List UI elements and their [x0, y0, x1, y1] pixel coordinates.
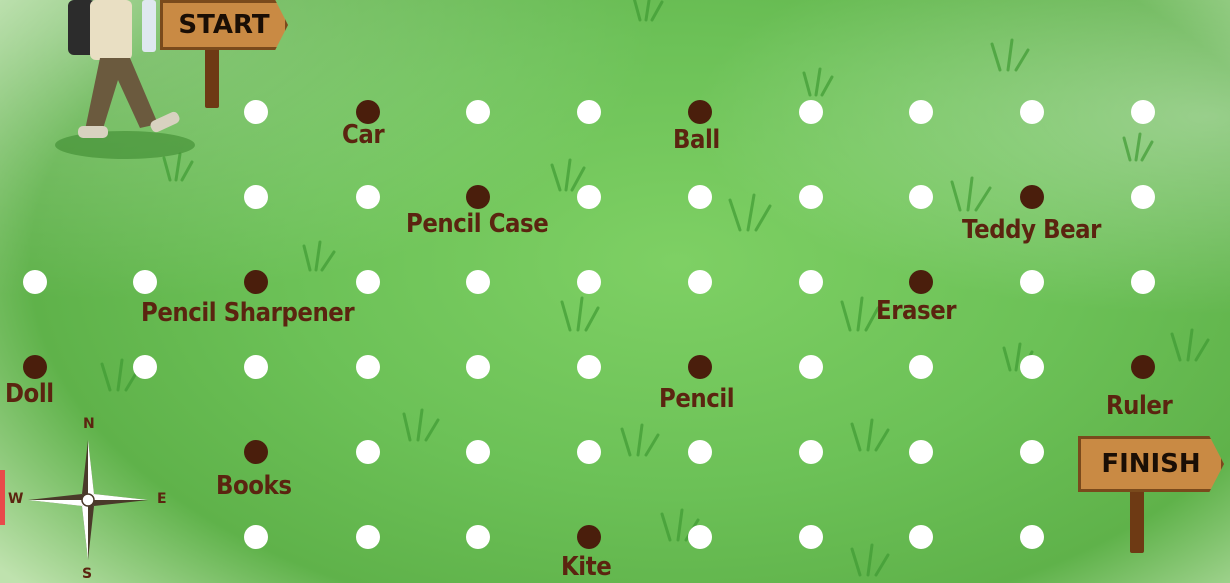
compass-east-label: E: [157, 491, 167, 507]
path-dot[interactable]: [577, 355, 601, 379]
path-dot[interactable]: [244, 100, 268, 124]
path-dot[interactable]: [466, 100, 490, 124]
finish-label: FINISH: [1101, 449, 1200, 479]
path-dot[interactable]: [244, 355, 268, 379]
item-label-pencil-sharpener: Pencil Sharpener: [141, 298, 354, 328]
path-dot[interactable]: [244, 525, 268, 549]
path-dot[interactable]: [909, 185, 933, 209]
item-label-ruler: Ruler: [1106, 391, 1172, 421]
path-dot[interactable]: [1020, 270, 1044, 294]
path-dot[interactable]: [466, 440, 490, 464]
start-sign: START: [160, 0, 288, 50]
path-dot[interactable]: [133, 355, 157, 379]
compass-rose-icon: [18, 430, 158, 570]
compass-west-label: W: [8, 491, 23, 507]
item-dot-books[interactable]: [244, 440, 268, 464]
path-dot[interactable]: [909, 355, 933, 379]
path-dot[interactable]: [577, 440, 601, 464]
path-dot[interactable]: [799, 270, 823, 294]
path-dot[interactable]: [1020, 525, 1044, 549]
path-dot[interactable]: [1020, 100, 1044, 124]
path-dot[interactable]: [23, 270, 47, 294]
path-dot[interactable]: [1131, 100, 1155, 124]
item-label-eraser: Eraser: [876, 296, 956, 326]
path-dot[interactable]: [356, 355, 380, 379]
item-label-pencil-case: Pencil Case: [406, 209, 548, 239]
path-dot[interactable]: [1131, 185, 1155, 209]
path-dot[interactable]: [1131, 270, 1155, 294]
item-dot-pencil-sharpener[interactable]: [244, 270, 268, 294]
path-dot[interactable]: [577, 100, 601, 124]
path-dot[interactable]: [799, 100, 823, 124]
compass-south-label: S: [82, 566, 92, 582]
item-dot-pencil-case[interactable]: [466, 185, 490, 209]
item-label-ball: Ball: [673, 125, 720, 155]
item-dot-pencil[interactable]: [688, 355, 712, 379]
path-dot[interactable]: [356, 440, 380, 464]
path-dot[interactable]: [466, 525, 490, 549]
item-label-books: Books: [216, 471, 292, 501]
path-dot[interactable]: [1020, 355, 1044, 379]
item-label-pencil: Pencil: [659, 384, 734, 414]
item-dot-ruler[interactable]: [1131, 355, 1155, 379]
item-label-car: Car: [342, 120, 384, 150]
start-sign-post: [205, 40, 219, 108]
path-dot[interactable]: [799, 525, 823, 549]
path-dot[interactable]: [799, 185, 823, 209]
path-dot[interactable]: [688, 270, 712, 294]
path-dot[interactable]: [688, 440, 712, 464]
path-dot[interactable]: [133, 270, 157, 294]
path-dot[interactable]: [356, 525, 380, 549]
path-dot[interactable]: [909, 100, 933, 124]
item-label-teddy-bear: Teddy Bear: [962, 215, 1101, 245]
finish-sign: FINISH: [1078, 436, 1224, 492]
path-dot[interactable]: [577, 185, 601, 209]
path-dot[interactable]: [1020, 440, 1044, 464]
item-dot-teddy-bear[interactable]: [1020, 185, 1044, 209]
compass-north-label: N: [83, 416, 95, 432]
path-dot[interactable]: [244, 185, 268, 209]
path-dot[interactable]: [356, 185, 380, 209]
path-dot[interactable]: [909, 440, 933, 464]
item-label-doll: Doll: [5, 379, 54, 409]
path-dot[interactable]: [799, 355, 823, 379]
path-dot[interactable]: [577, 270, 601, 294]
path-dot[interactable]: [799, 440, 823, 464]
item-dot-eraser[interactable]: [909, 270, 933, 294]
path-dot[interactable]: [356, 270, 380, 294]
item-dot-ball[interactable]: [688, 100, 712, 124]
path-dot[interactable]: [688, 185, 712, 209]
path-dot[interactable]: [688, 525, 712, 549]
path-dot[interactable]: [466, 355, 490, 379]
item-dot-doll[interactable]: [23, 355, 47, 379]
item-label-kite: Kite: [561, 552, 611, 582]
path-dot[interactable]: [909, 525, 933, 549]
path-dot[interactable]: [466, 270, 490, 294]
item-dot-kite[interactable]: [577, 525, 601, 549]
edge-marker: [0, 470, 5, 525]
start-label: START: [178, 10, 269, 40]
